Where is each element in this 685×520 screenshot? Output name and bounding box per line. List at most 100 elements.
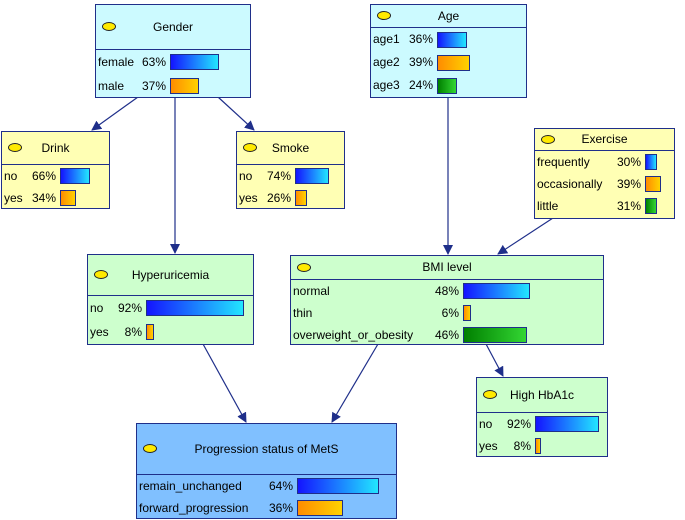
node-header: Age bbox=[371, 5, 526, 28]
state-percent: 31% bbox=[616, 199, 641, 213]
state-label: frequently bbox=[537, 155, 590, 169]
state-percent: 34% bbox=[31, 191, 56, 205]
node-oval-icon bbox=[8, 143, 22, 152]
edge-exercise-bmi bbox=[497, 217, 554, 255]
probability-bar bbox=[297, 478, 379, 494]
probability-bar bbox=[295, 190, 307, 206]
state-label: yes bbox=[90, 325, 109, 339]
state-label: no bbox=[479, 417, 493, 431]
node-header: Exercise bbox=[535, 129, 674, 151]
node-title: Exercise bbox=[581, 132, 628, 146]
state-label: no bbox=[4, 169, 18, 183]
state-label: no bbox=[239, 169, 253, 183]
node-title: High HbA1c bbox=[509, 388, 575, 402]
node-mets[interactable]: Progression status of MetS remain_unchang… bbox=[136, 423, 397, 519]
probability-bar bbox=[463, 283, 530, 299]
node-oval-icon bbox=[94, 270, 108, 279]
node-oval-icon bbox=[102, 22, 116, 31]
probability-bar bbox=[645, 198, 657, 214]
node-oval-icon bbox=[377, 11, 391, 20]
state-percent: 37% bbox=[141, 79, 166, 93]
node-oval-icon bbox=[483, 390, 497, 399]
state-label: remain_unchanged bbox=[139, 479, 242, 493]
state-percent: 24% bbox=[408, 78, 433, 92]
probability-bar bbox=[645, 154, 657, 170]
state-percent: 39% bbox=[616, 177, 641, 191]
state-percent: 39% bbox=[408, 55, 433, 69]
state-row[interactable]: frequently 30% bbox=[535, 151, 674, 173]
probability-bar bbox=[535, 438, 541, 454]
probability-bar bbox=[146, 324, 154, 340]
node-title: Age bbox=[437, 9, 460, 23]
state-percent: 36% bbox=[408, 32, 433, 46]
state-percent: 8% bbox=[124, 325, 142, 339]
probability-bar bbox=[437, 32, 467, 48]
state-percent: 92% bbox=[117, 301, 142, 315]
node-header: Drink bbox=[2, 132, 109, 165]
probability-bar bbox=[297, 500, 343, 516]
state-percent: 74% bbox=[266, 169, 291, 183]
node-title: Drink bbox=[41, 141, 70, 155]
node-title: BMI level bbox=[422, 260, 472, 274]
probability-bar bbox=[170, 54, 219, 70]
node-header: High HbA1c bbox=[477, 378, 607, 413]
node-oval-icon bbox=[143, 444, 157, 453]
probability-bar bbox=[535, 416, 599, 432]
state-row[interactable]: little 31% bbox=[535, 195, 674, 217]
state-row[interactable]: overweight_or_obesity 46% bbox=[291, 324, 603, 346]
state-row[interactable]: normal 48% bbox=[291, 280, 603, 302]
node-oval-icon bbox=[243, 143, 257, 152]
state-percent: 46% bbox=[434, 328, 459, 342]
edge-gender-drink bbox=[91, 96, 139, 131]
probability-bar bbox=[645, 176, 661, 192]
node-title: Gender bbox=[152, 20, 194, 34]
state-label: normal bbox=[293, 284, 330, 298]
state-label: little bbox=[537, 199, 559, 213]
probability-bar bbox=[170, 78, 199, 94]
state-label: age3 bbox=[373, 78, 400, 92]
node-header: Progression status of MetS bbox=[137, 424, 396, 475]
state-label: no bbox=[90, 301, 104, 315]
state-label: female bbox=[98, 55, 135, 69]
state-row[interactable]: age2 39% bbox=[371, 51, 526, 74]
probability-bar bbox=[295, 168, 329, 184]
state-row[interactable]: male 37% bbox=[96, 74, 250, 98]
state-row[interactable]: no 74% bbox=[237, 165, 344, 187]
probability-bar bbox=[146, 300, 244, 316]
node-title: Progression status of MetS bbox=[194, 442, 339, 456]
edge-bmi-hba1c bbox=[485, 343, 504, 377]
state-row[interactable]: no 92% bbox=[88, 296, 253, 320]
state-label: yes bbox=[479, 439, 498, 453]
state-percent: 26% bbox=[266, 191, 291, 205]
state-row[interactable]: yes 8% bbox=[88, 320, 253, 344]
state-label: age2 bbox=[373, 55, 400, 69]
state-label: male bbox=[98, 79, 125, 93]
node-header: Smoke bbox=[237, 132, 344, 165]
probability-bar bbox=[463, 305, 471, 321]
state-row[interactable]: age3 24% bbox=[371, 74, 526, 97]
state-percent: 48% bbox=[434, 284, 459, 298]
state-label: overweight_or_obesity bbox=[293, 328, 414, 342]
edge-bmi-mets bbox=[331, 343, 379, 423]
state-percent: 30% bbox=[616, 155, 641, 169]
